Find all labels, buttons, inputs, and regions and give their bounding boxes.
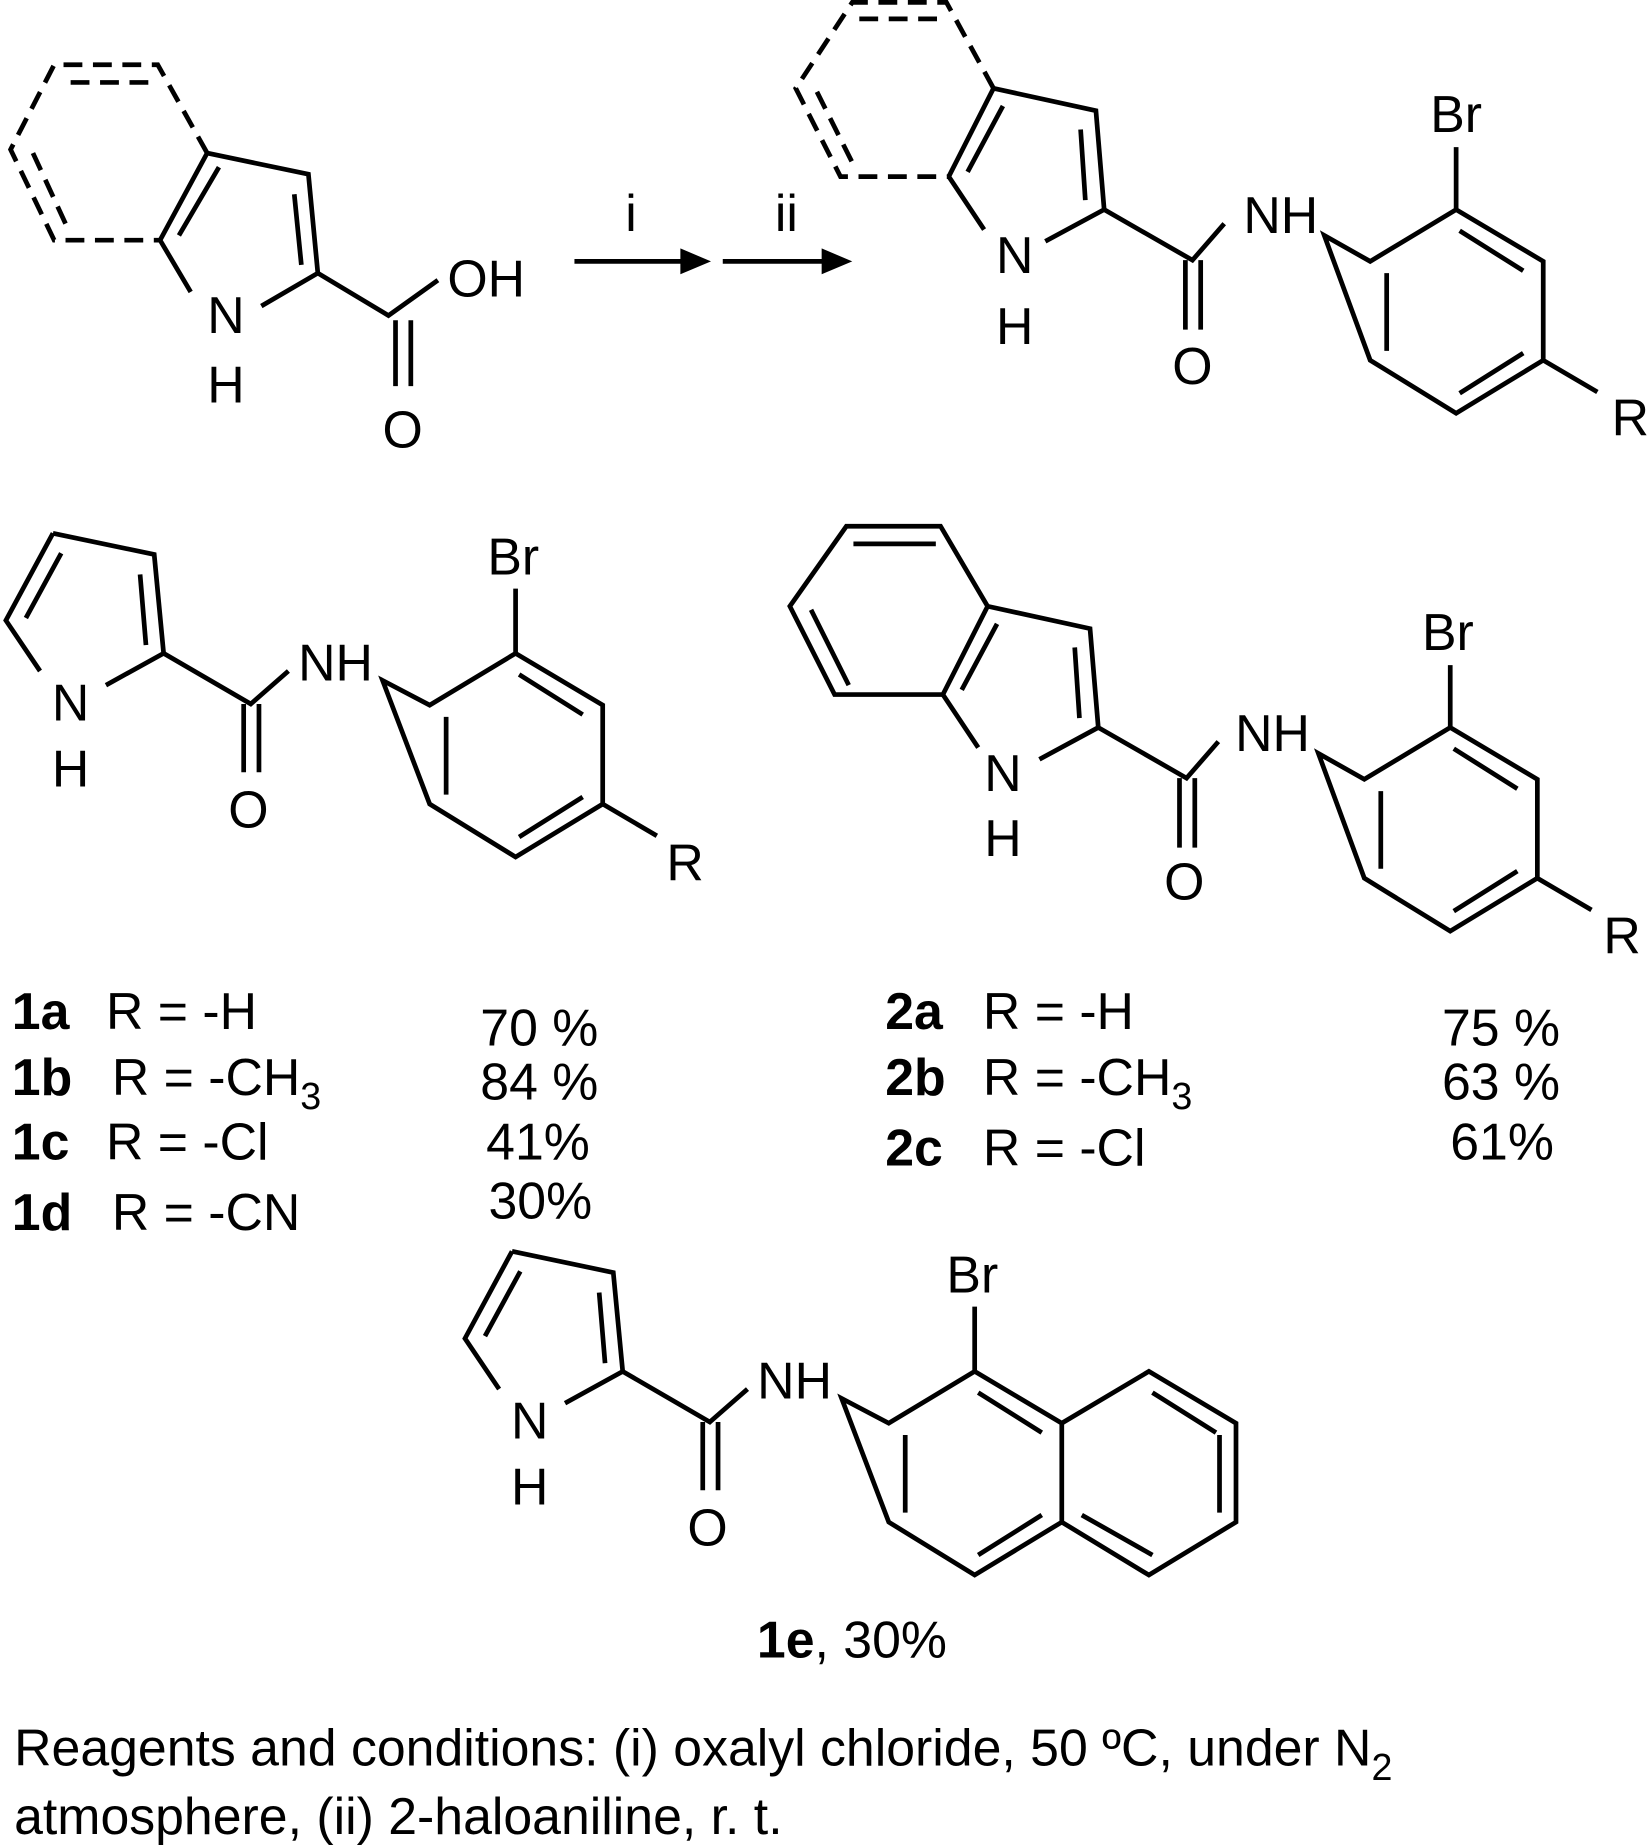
label-text: R = -CH3 xyxy=(983,1048,1192,1117)
label-text: atmosphere, (ii) 2-haloaniline, r. t. xyxy=(14,1787,782,1845)
label-text: 1b xyxy=(12,1048,72,1106)
table-row: 1d R = -CN 30% xyxy=(12,1171,592,1241)
label-text: 1d xyxy=(12,1183,72,1241)
label-text: R = -CH3 xyxy=(112,1048,321,1117)
label-text: Reagents and conditions: (i) oxalyl chlo… xyxy=(14,1719,1392,1788)
product-general: N H O NH Br R xyxy=(793,0,1648,447)
label-text: 1c xyxy=(12,1113,70,1171)
atom-o: O xyxy=(1164,852,1204,910)
table-row: 1c R = -Cl 41% xyxy=(12,1113,590,1171)
table-row: 2c R = -Cl 61% xyxy=(885,1113,1554,1177)
atom-n: N xyxy=(984,744,1021,802)
table-row: 2a R = -H 75 % xyxy=(885,982,1560,1056)
atom-nh: NH xyxy=(1235,704,1310,762)
reaction-arrows: i ii xyxy=(574,184,853,275)
step-ii-label: ii xyxy=(775,184,798,242)
label-text: R = -Cl xyxy=(106,1113,269,1171)
label-text: R = -CH xyxy=(112,1048,300,1106)
atom-br: Br xyxy=(487,527,539,585)
atom-n: N xyxy=(52,673,89,731)
atom-h: H xyxy=(996,297,1033,355)
label-text: 2c xyxy=(885,1118,943,1176)
starting-material: N H OH O xyxy=(7,62,525,458)
atom-o: O xyxy=(382,400,422,458)
atom-n: N xyxy=(207,286,244,344)
atom-br: Br xyxy=(946,1246,998,1304)
label-text: 84 % xyxy=(480,1052,598,1110)
label-text: , 30% xyxy=(815,1610,947,1668)
atom-h: H xyxy=(207,356,244,414)
label-text: 3 xyxy=(1171,1075,1192,1117)
atom-o: O xyxy=(687,1499,727,1557)
label-text: 61% xyxy=(1450,1113,1554,1171)
atom-br: Br xyxy=(1430,85,1482,143)
atom-n: N xyxy=(511,1392,548,1450)
atom-nh: NH xyxy=(1243,186,1318,244)
atom-h: H xyxy=(52,739,89,797)
label-text: 3 xyxy=(300,1075,321,1117)
table-row: 1b R = -CH3 84 % xyxy=(12,1048,599,1117)
compound-1e-label: 1e, 30% xyxy=(757,1610,947,1668)
compound-2-structure: N H O NH Br R xyxy=(787,523,1641,965)
atom-n: N xyxy=(996,226,1033,284)
atom-o: O xyxy=(1172,337,1212,395)
atom-br: Br xyxy=(1422,603,1474,661)
atom-r: R xyxy=(666,834,703,892)
atom-nh: NH xyxy=(298,633,373,691)
atom-h: H xyxy=(984,809,1021,867)
label-text: R = -H xyxy=(106,982,257,1040)
compound-1-structure: N H O NH Br R xyxy=(3,527,704,892)
atom-h: H xyxy=(511,1457,548,1515)
atom-o: O xyxy=(228,781,268,839)
label-text: 75 % xyxy=(1442,998,1560,1056)
label-text: 63 % xyxy=(1442,1052,1560,1110)
label-text: 41% xyxy=(486,1113,590,1171)
step-i-label: i xyxy=(625,184,637,242)
atom-oh: OH xyxy=(447,250,525,308)
label-text: R = -Cl xyxy=(983,1118,1146,1176)
label-text: 2 xyxy=(1371,1746,1392,1788)
table-row: 1a R = -H 70 % xyxy=(12,982,599,1056)
label-text: 2b xyxy=(885,1048,945,1106)
atom-r: R xyxy=(1603,907,1640,965)
label-text: R = -H xyxy=(983,982,1134,1040)
series-2-table: 2a R = -H 75 % 2b R = -CH3 63 % 2c R = -Cl 61% xyxy=(885,982,1560,1177)
arrow-head-icon xyxy=(680,248,711,275)
compound-1e-structure: N H O NH Br 1e, 30% xyxy=(462,1246,1239,1668)
label-text: R = -CH xyxy=(983,1048,1171,1106)
label-text: Reagents and conditions: (i) oxalyl chlo… xyxy=(14,1719,1371,1777)
label-text: 1e xyxy=(757,1610,815,1668)
series-1-table: 1a R = -H 70 % 1b R = -CH3 84 % 1c R = -Cl 41%… xyxy=(12,982,599,1241)
atom-nh: NH xyxy=(757,1351,832,1409)
label-text: 1a xyxy=(12,982,71,1040)
label-text: 70 % xyxy=(480,998,598,1056)
label-text: 30% xyxy=(489,1171,593,1229)
label-text: 2a xyxy=(885,982,944,1040)
label-text: R = -CN xyxy=(112,1183,300,1241)
table-row: 2b R = -CH3 63 % xyxy=(885,1048,1560,1117)
reaction-conditions: Reagents and conditions: (i) oxalyl chlo… xyxy=(14,1719,1392,1845)
arrow-head-icon xyxy=(821,248,853,275)
atom-r: R xyxy=(1612,389,1648,447)
